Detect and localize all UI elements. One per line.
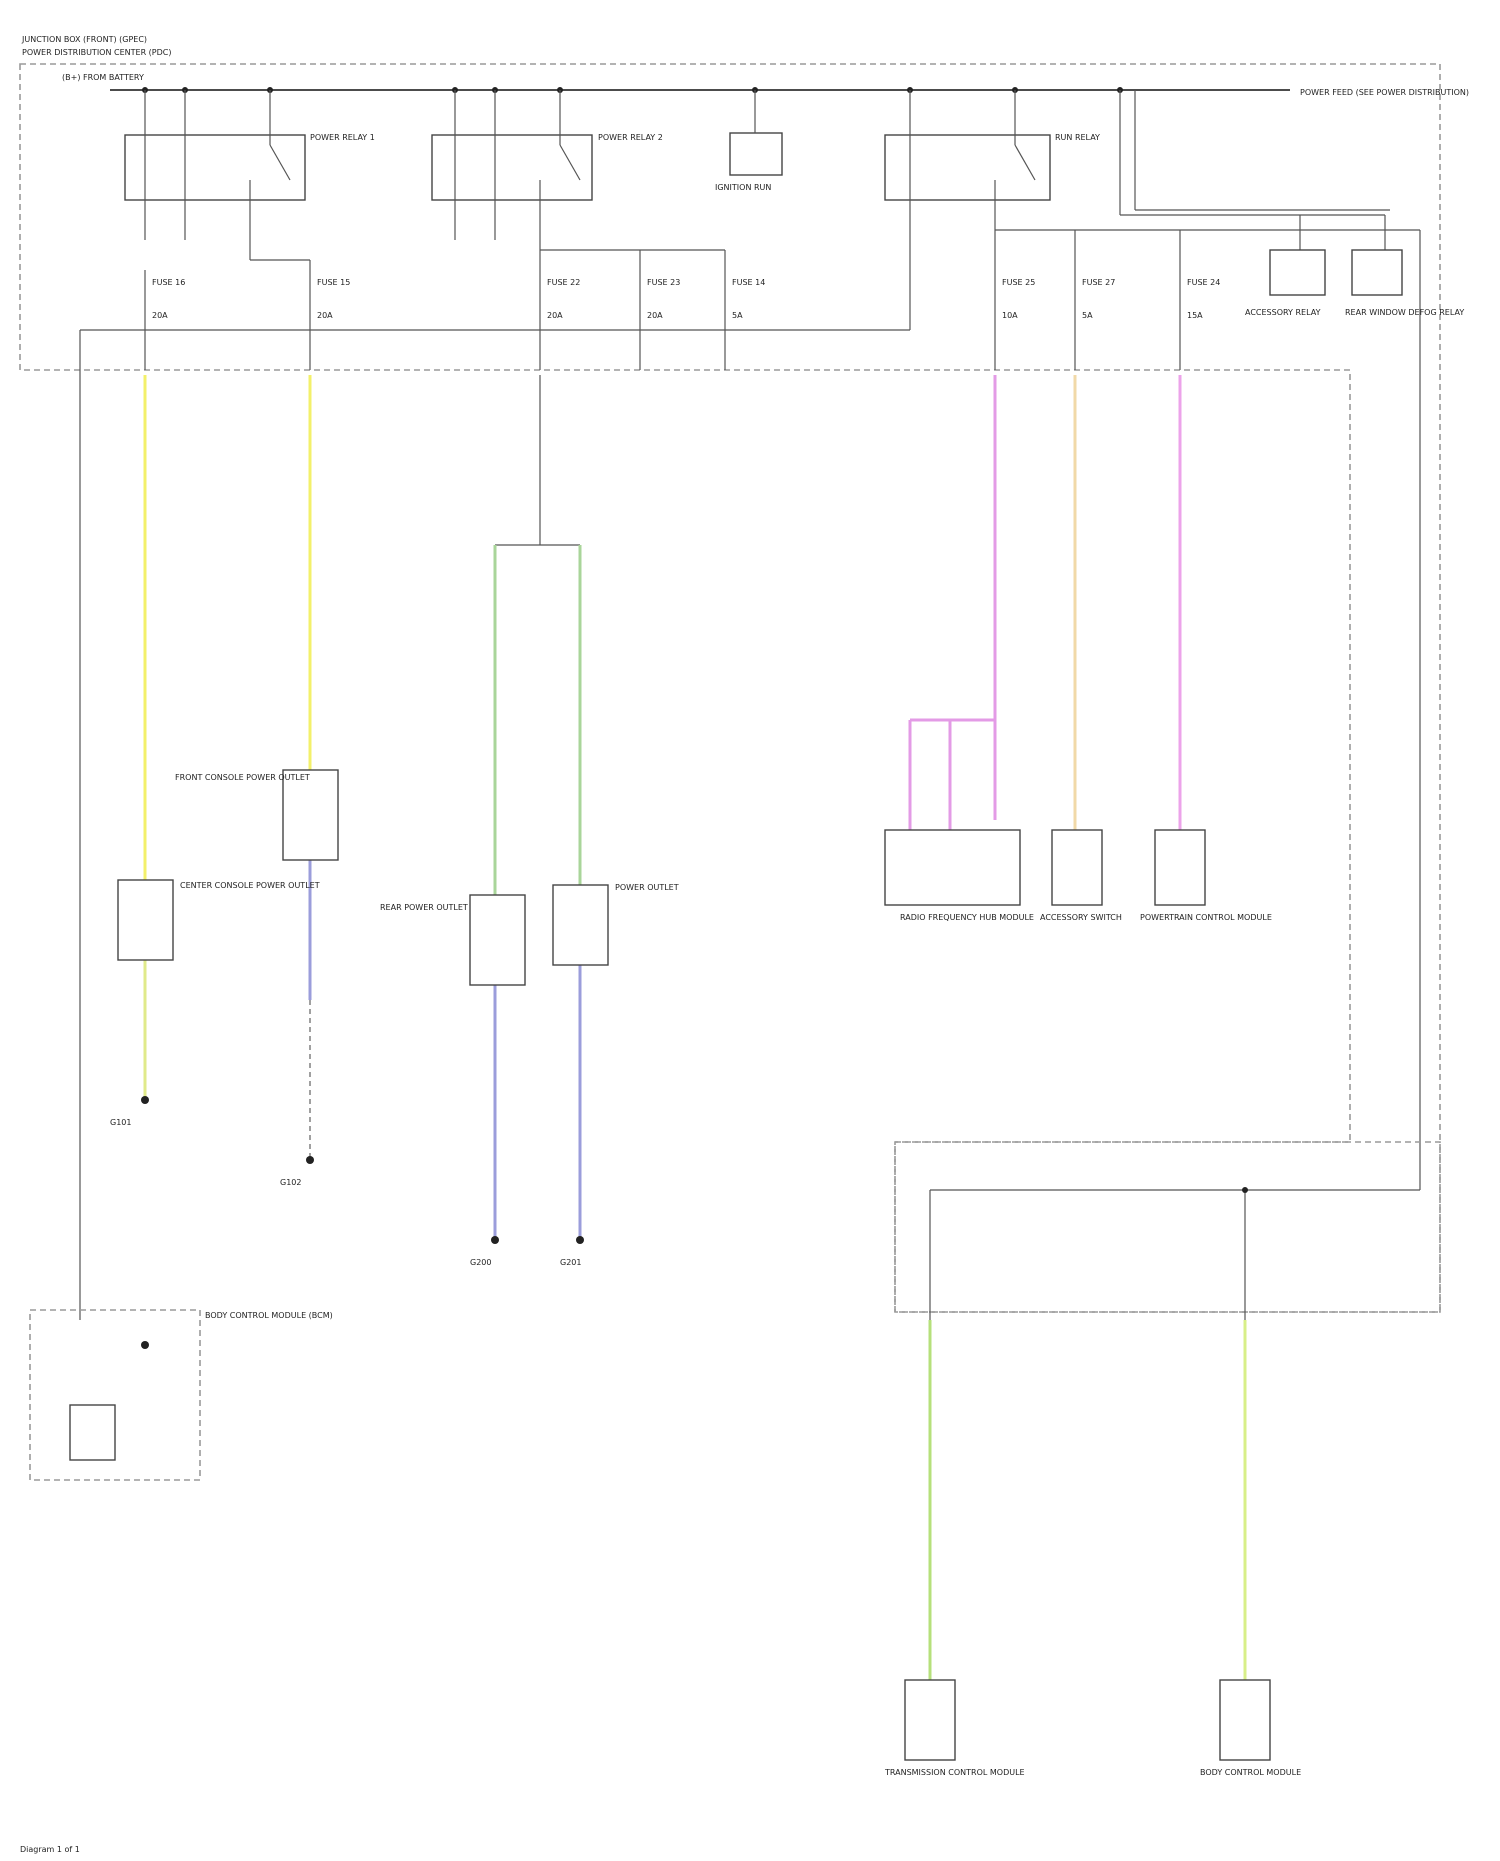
component-label: FRONT CONSOLE POWER OUTLET — [175, 773, 310, 782]
lower-node — [1242, 1187, 1248, 1193]
fuse-22: FUSE 22 20A — [540, 250, 580, 370]
ground-label: G102 — [280, 1178, 301, 1187]
radio-frequency-hub-module — [885, 830, 1020, 905]
fuse-15: FUSE 15 20A — [310, 260, 350, 370]
svg-text:5A: 5A — [1082, 311, 1093, 320]
relay-3-label: RUN RELAY — [1055, 133, 1100, 142]
accessory-relay-label: ACCESSORY RELAY — [1245, 308, 1321, 317]
fuse-box-enclosure — [20, 64, 1440, 1312]
ground-node — [576, 1236, 584, 1244]
powertrain-control-module — [1155, 830, 1205, 905]
component-label: CENTER CONSOLE POWER OUTLET — [180, 881, 320, 890]
fuse-27: FUSE 27 5A — [1075, 230, 1115, 370]
accessory-relay — [1270, 250, 1325, 295]
header-line-1: JUNCTION BOX (FRONT) (GPEC) — [21, 35, 147, 44]
fuse-14: FUSE 14 5A — [725, 250, 765, 370]
component-label: BODY CONTROL MODULE — [1200, 1768, 1301, 1777]
ground-node — [306, 1156, 314, 1164]
body-control-module — [1220, 1680, 1270, 1760]
front-console-power-outlet — [283, 770, 338, 860]
svg-text:20A: 20A — [152, 311, 168, 320]
svg-text:FUSE 16: FUSE 16 — [152, 278, 185, 287]
ignition-label: IGNITION RUN — [715, 183, 771, 192]
power-relay-2 — [432, 135, 592, 200]
fuse-23: FUSE 23 20A — [640, 250, 680, 370]
bcm-label: BODY CONTROL MODULE (BCM) — [205, 1311, 333, 1320]
ground-label: G201 — [560, 1258, 581, 1267]
svg-text:FUSE 24: FUSE 24 — [1187, 278, 1220, 287]
relay-2-label: POWER RELAY 2 — [598, 133, 663, 142]
component-label: POWERTRAIN CONTROL MODULE — [1140, 913, 1272, 922]
ignition-run-box — [730, 133, 782, 175]
svg-text:FUSE 23: FUSE 23 — [647, 278, 680, 287]
bcm-connector — [70, 1405, 115, 1460]
svg-text:20A: 20A — [547, 311, 563, 320]
svg-text:FUSE 22: FUSE 22 — [547, 278, 580, 287]
ground-node — [491, 1236, 499, 1244]
rear-power-outlet — [470, 895, 525, 985]
svg-text:5A: 5A — [732, 311, 743, 320]
svg-text:FUSE 27: FUSE 27 — [1082, 278, 1115, 287]
power-feed-label: POWER FEED (SEE POWER DISTRIBUTION) — [1300, 88, 1469, 97]
transmission-control-module — [905, 1680, 955, 1760]
power-relay-1 — [125, 135, 305, 200]
accessory-switch — [1052, 830, 1102, 905]
component-label: REAR POWER OUTLET — [380, 903, 468, 912]
bcm-node — [141, 1341, 149, 1349]
rear-defog-relay-label: REAR WINDOW DEFOG RELAY — [1345, 308, 1464, 317]
footer: Diagram 1 of 1 — [20, 1845, 80, 1854]
fuse-16: FUSE 16 20A — [145, 270, 185, 370]
svg-text:FUSE 14: FUSE 14 — [732, 278, 765, 287]
svg-text:FUSE 15: FUSE 15 — [317, 278, 350, 287]
svg-text:15A: 15A — [1187, 311, 1203, 320]
battery-feed-label: (B+) FROM BATTERY — [62, 73, 144, 82]
relay-1-label: POWER RELAY 1 — [310, 133, 375, 142]
lower-fuse-enclosure — [895, 1142, 1440, 1312]
component-label: ACCESSORY SWITCH — [1040, 913, 1122, 922]
svg-text:20A: 20A — [317, 311, 333, 320]
component-label: TRANSMISSION CONTROL MODULE — [884, 1768, 1025, 1777]
component-label: POWER OUTLET — [615, 883, 679, 892]
ground-label: G101 — [110, 1118, 131, 1127]
component-label: RADIO FREQUENCY HUB MODULE — [900, 913, 1034, 922]
svg-text:20A: 20A — [647, 311, 663, 320]
ground-node — [141, 1096, 149, 1104]
svg-text:10A: 10A — [1002, 311, 1018, 320]
power-outlet — [553, 885, 608, 965]
header-line-2: POWER DISTRIBUTION CENTER (PDC) — [22, 48, 171, 57]
svg-text:FUSE 25: FUSE 25 — [1002, 278, 1035, 287]
ground-label: G200 — [470, 1258, 491, 1267]
center-console-power-outlet — [118, 880, 173, 960]
fuse-24: FUSE 24 15A — [1180, 230, 1220, 370]
fuse-25: FUSE 25 10A — [995, 230, 1035, 370]
rear-defog-relay — [1352, 250, 1402, 295]
